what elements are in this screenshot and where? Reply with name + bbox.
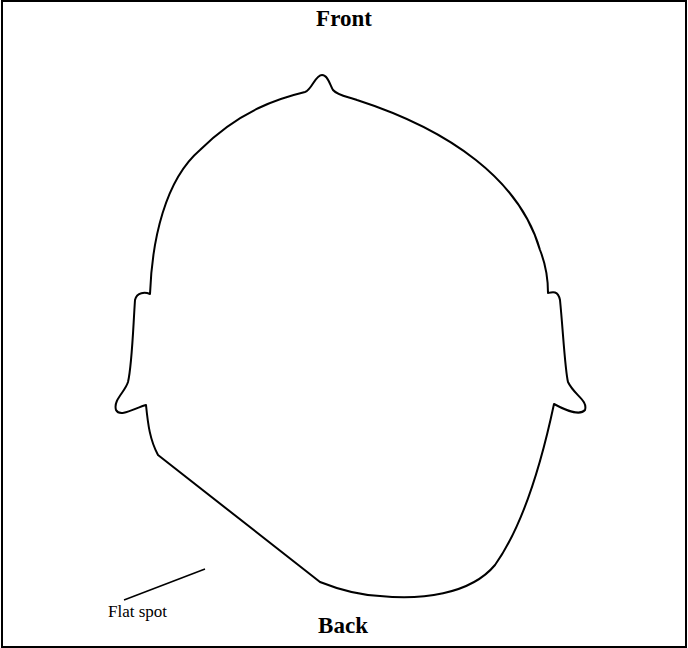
head-outline [116,75,586,597]
orientation-label: Front [316,6,372,32]
orientation-label: Back [318,613,368,639]
leader-line [124,569,205,600]
callout-label: Flat spot [108,602,167,622]
